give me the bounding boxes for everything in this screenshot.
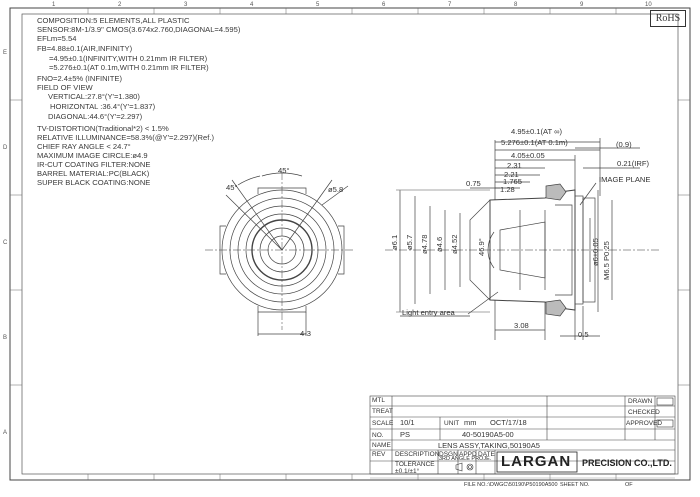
tb-name-value: LENS ASSY,TAKING,50190A5 bbox=[438, 441, 540, 450]
spec-cra: CHIEF RAY ANGLE < 24.7° bbox=[37, 142, 131, 151]
tb-dsgn-label: DSGN bbox=[439, 451, 458, 458]
spec-black-coating: SUPER BLACK COATING:NONE bbox=[37, 178, 151, 187]
tb-treat-label: TREAT bbox=[372, 408, 393, 415]
sheet-no: SHEET NO. bbox=[560, 482, 590, 488]
dim-405: 4.05±0.05 bbox=[511, 151, 545, 160]
grid-row-e: E bbox=[3, 50, 8, 56]
dim-dia-478: ø4.78 bbox=[420, 234, 429, 254]
tb-name-label: NAME bbox=[372, 442, 391, 449]
grid-row-a: A bbox=[3, 430, 8, 436]
light-entry-label: Light entry area bbox=[402, 308, 455, 317]
grid-col-2: 2 bbox=[118, 2, 122, 8]
dim-dia-57: ø5.7 bbox=[405, 234, 414, 250]
title-block-grid bbox=[369, 395, 676, 479]
tb-no-value: PS bbox=[400, 430, 411, 439]
dim-1765: 1.765 bbox=[503, 177, 523, 186]
tb-approved-label: APPROVED bbox=[626, 420, 663, 427]
dim-dia-46: ø4.6 bbox=[435, 236, 444, 252]
spec-fb-inf: =4.95±0.1(INFINITY,WITH 0.21mm IR FILTER… bbox=[49, 54, 208, 63]
sheet-of: OF bbox=[625, 482, 633, 488]
front-view bbox=[205, 172, 355, 336]
dim-021: 0.21(IRF) bbox=[617, 159, 650, 168]
dim-dia-452: ø4.52 bbox=[450, 234, 459, 254]
tb-rev-label: REV bbox=[372, 451, 386, 458]
dim-thread: M6.5 P0.25 bbox=[602, 241, 611, 280]
grid-col-8: 8 bbox=[514, 2, 518, 8]
spec-fov-horizontal: HORIZONTAL :36.4°(Y'=1.837) bbox=[50, 102, 156, 111]
spec-ir-cut: IR-CUT COATING FILTER:NONE bbox=[37, 160, 151, 169]
tb-date-label: DATE bbox=[478, 451, 495, 458]
spec-image-circle: MAXIMUM IMAGE CIRCLE:ø4.9 bbox=[37, 151, 148, 160]
spec-fov-vertical: VERTICAL:27.8°(Y'=1.380) bbox=[48, 92, 140, 101]
dim-fb-inf: 4.95±0.1(AT ∞) bbox=[511, 127, 563, 136]
dim-221: 2.21 bbox=[504, 170, 519, 179]
grid-col-4: 4 bbox=[250, 2, 254, 8]
grid-row-b: B bbox=[3, 335, 8, 341]
dim-128: 1.28 bbox=[500, 185, 515, 194]
company-logo: LARGAN bbox=[501, 453, 572, 470]
spec-illuminance: RELATIVE ILLUMINANCE=58.3%(@Y'=2.297)(Re… bbox=[37, 133, 214, 142]
grid-col-3: 3 bbox=[184, 2, 188, 8]
tb-part-no: 40-50190A5-00 bbox=[462, 430, 514, 439]
image-plane-label: IMAGE PLANE bbox=[599, 175, 651, 184]
grid-col-1: 1 bbox=[52, 2, 56, 8]
front-outer-dia: ø5.8 bbox=[328, 185, 344, 194]
tb-tolerance-label: TOLERANCE bbox=[395, 461, 435, 468]
rohs-badge: RoHS bbox=[650, 10, 686, 27]
spec-fb-air: FB=4.88±0.1(AIR,INFINITY) bbox=[37, 44, 133, 53]
spec-efl: EFLm=5.54 bbox=[37, 34, 77, 43]
approval-stamps bbox=[656, 397, 674, 428]
dim-09: (0.9) bbox=[616, 140, 632, 149]
tb-tolerance-value: ±0.1/±1° bbox=[395, 468, 420, 475]
spec-fov: FIELD OF VIEW bbox=[37, 83, 93, 92]
front-angle-a: 45° bbox=[226, 183, 238, 192]
tb-proj-label: 3RD ANGLE PROJE. bbox=[439, 456, 492, 462]
tb-checked-label: CHECKED bbox=[628, 409, 660, 416]
spec-fno: FNO=2.4±5% (INFINITE) bbox=[37, 74, 122, 83]
grid-row-d: D bbox=[3, 145, 8, 151]
spec-fov-diagonal: DIAGONAL:44.6°(Y'=2.297) bbox=[48, 112, 143, 121]
file-no: FILE NO.:\DWGC\50190\P50190A500 bbox=[464, 482, 558, 488]
dim-231: 2.31 bbox=[507, 161, 522, 170]
grid-row-c: C bbox=[3, 240, 8, 246]
spec-distortion: TV-DISTORTION(Traditional*2) < 1.5% bbox=[37, 124, 169, 133]
dim-angle: 46.9° bbox=[477, 238, 486, 256]
front-slot: 4-3 bbox=[300, 329, 311, 338]
front-angle-b: 45° bbox=[278, 166, 290, 175]
grid-col-5: 5 bbox=[316, 2, 320, 8]
dim-dia-6: ø6±0.05 bbox=[591, 238, 600, 266]
tb-appd-label: APPD bbox=[459, 451, 477, 458]
projection-symbol-icon bbox=[455, 462, 474, 472]
tb-date-value: OCT/17/18 bbox=[490, 418, 527, 427]
spec-composition: COMPOSITION:5 ELEMENTS,ALL PLASTIC bbox=[37, 16, 190, 25]
tb-unit-label: UNIT bbox=[444, 420, 460, 427]
grid-col-9: 9 bbox=[580, 2, 584, 8]
tb-scale-label: SCALE bbox=[372, 420, 394, 427]
tb-unit-value: mm bbox=[464, 418, 477, 427]
tb-scale-value: 10/1 bbox=[400, 418, 415, 427]
spec-sensor: SENSOR:8M-1/3.9" CMOS(3.674x2.760,DIAGON… bbox=[37, 25, 241, 34]
largan-logo-icon bbox=[496, 451, 578, 473]
tb-desc-label: DESCRIPTION bbox=[395, 451, 440, 458]
spec-fb-near: =5.276±0.1(AT 0.1m,WITH 0.21mm IR FILTER… bbox=[49, 63, 209, 72]
spec-barrel: BARREL MATERIAL:PC(BLACK) bbox=[37, 169, 150, 178]
side-view bbox=[385, 138, 660, 340]
tb-no-label: NO. bbox=[372, 432, 384, 439]
dim-fb-near: 5.276±0.1(AT 0.1m) bbox=[501, 138, 568, 147]
dim-075: 0.75 bbox=[466, 179, 481, 188]
grid-col-10: 10 bbox=[645, 2, 652, 8]
dim-308: 3.08 bbox=[514, 321, 529, 330]
dim-dia-61: ø6.1 bbox=[390, 234, 399, 250]
grid-col-7: 7 bbox=[448, 2, 452, 8]
dim-05: 0.5 bbox=[578, 330, 589, 339]
grid-col-6: 6 bbox=[382, 2, 386, 8]
tb-drawn-label: DRAWN bbox=[628, 398, 653, 405]
tb-mtl-label: MTL bbox=[372, 397, 385, 404]
company-name: PRECISION CO.,LTD. bbox=[582, 458, 672, 468]
